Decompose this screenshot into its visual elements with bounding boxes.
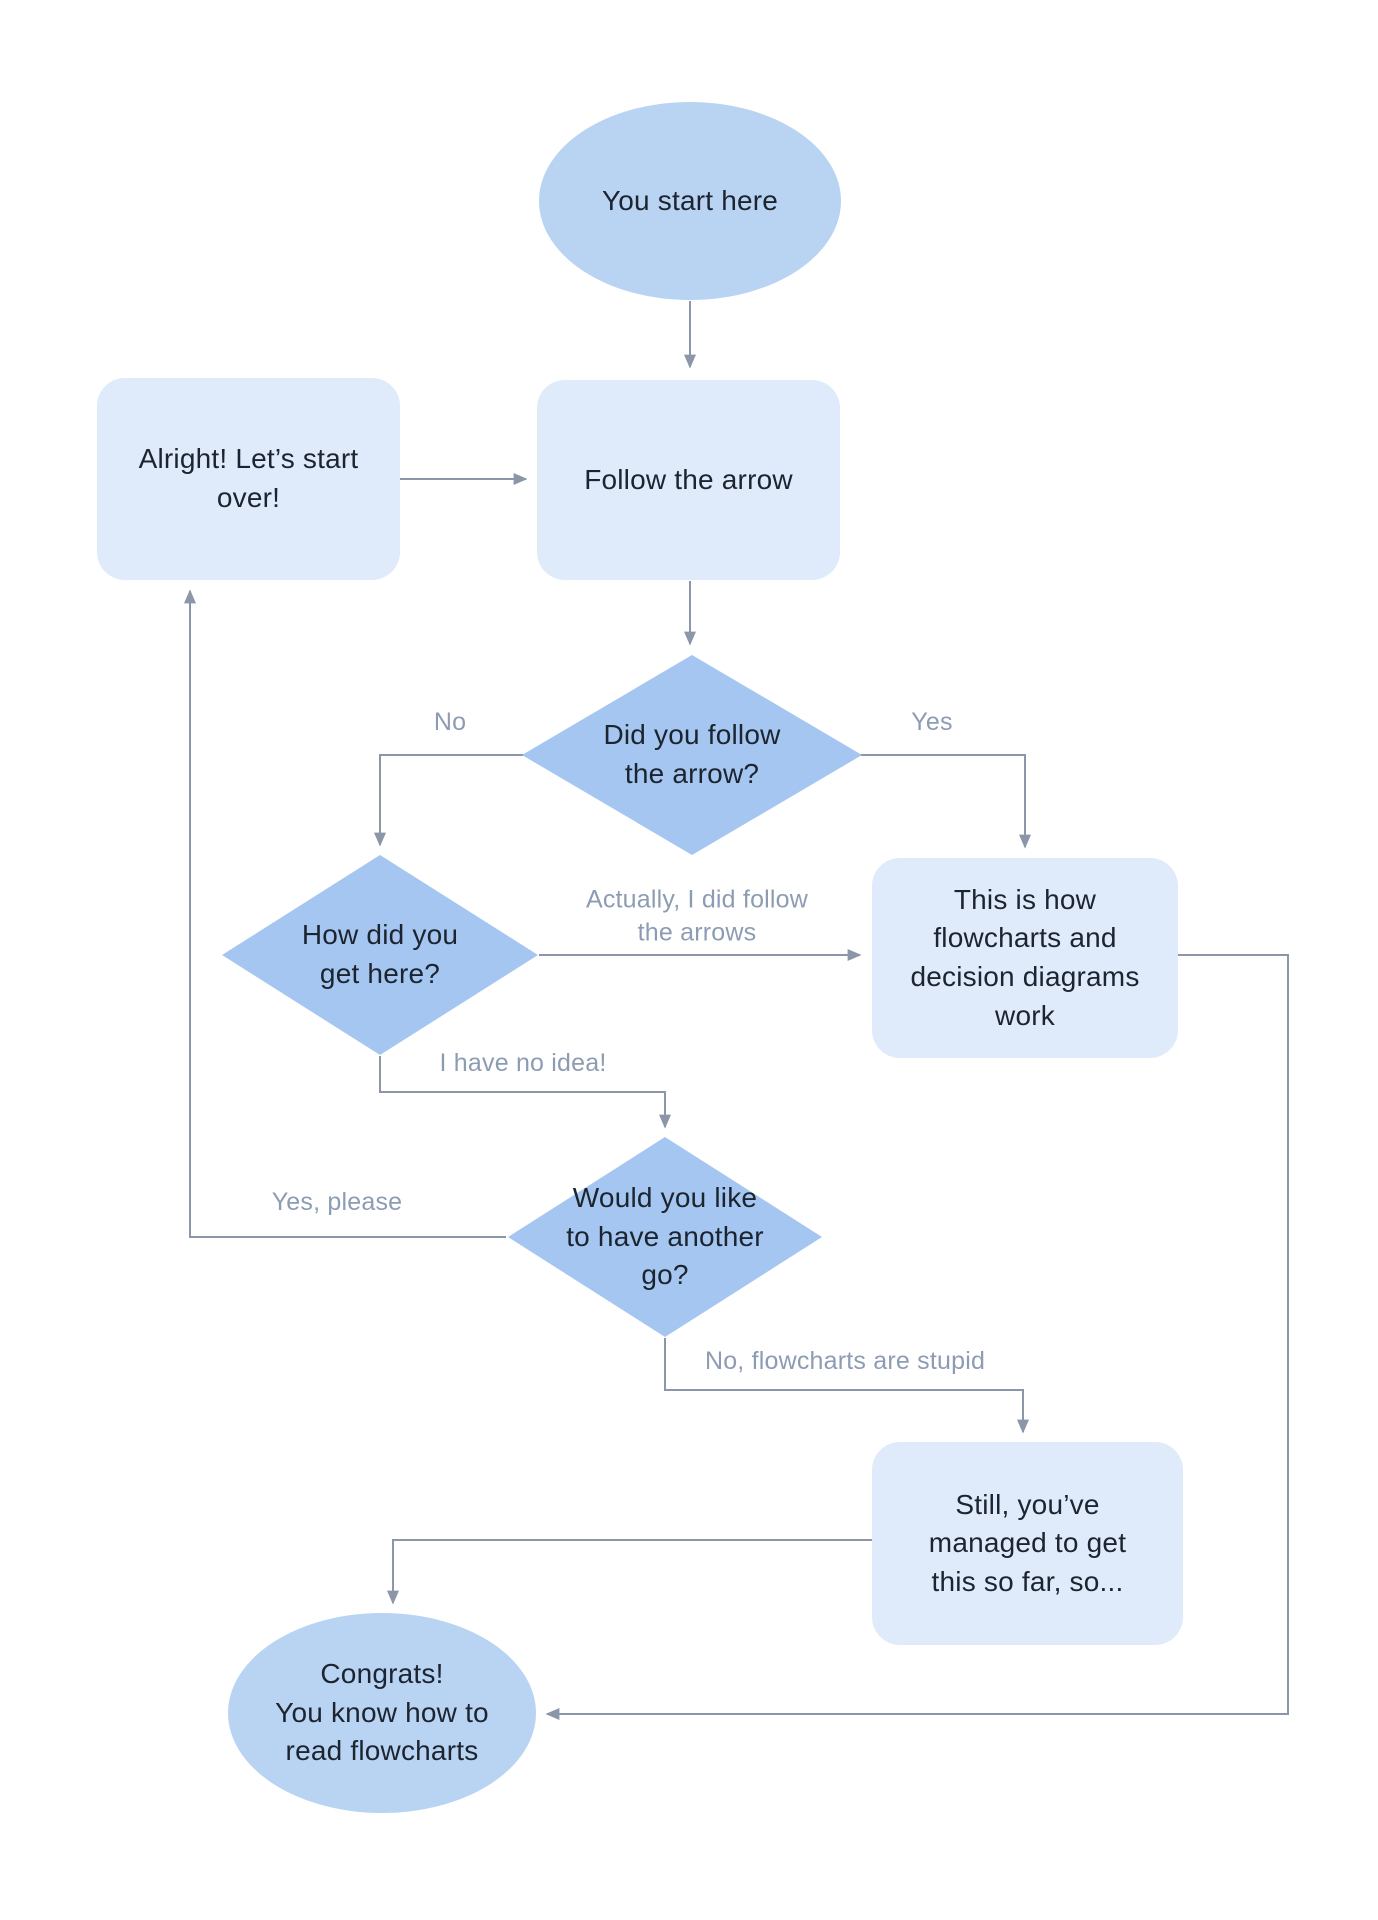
node-follow-label: Follow the arrow bbox=[584, 463, 793, 495]
node-another-go-label: Would you like to have another go? bbox=[566, 1182, 764, 1291]
node-another-go bbox=[508, 1137, 822, 1337]
node-did-follow bbox=[522, 655, 862, 855]
node-still bbox=[872, 1442, 1183, 1645]
node-follow bbox=[537, 380, 840, 580]
edge-actually-label: Actually, I did follow the arrows bbox=[585, 885, 809, 947]
edge-yes-please bbox=[184, 589, 506, 1238]
edge-stupid bbox=[664, 1338, 1029, 1434]
node-congrats-label: Congrats! You know how to read flowchart… bbox=[275, 1658, 489, 1767]
node-still-label: Still, you’ve managed to get this so far… bbox=[928, 1488, 1127, 1597]
node-start bbox=[539, 102, 841, 300]
node-how-here-label: How did you get here? bbox=[301, 919, 459, 989]
edge-yes-please-label: Yes, please bbox=[271, 1187, 403, 1216]
edge-yes-label: Yes bbox=[911, 707, 953, 736]
node-congrats bbox=[228, 1613, 536, 1813]
node-start-over-label: Alright! Let’s start over! bbox=[138, 443, 359, 513]
node-how-here bbox=[222, 855, 538, 1055]
edge-yes bbox=[860, 754, 1031, 849]
node-did-follow-label: Did you follow the arrow? bbox=[603, 719, 781, 789]
edge-stupid-label: No, flowcharts are stupid bbox=[704, 1346, 986, 1375]
node-start-label: You start here bbox=[601, 185, 779, 217]
edge-no-idea-label: I have no idea! bbox=[439, 1048, 607, 1077]
edge-no-idea bbox=[379, 1056, 671, 1129]
edge-no-label: No bbox=[433, 707, 467, 736]
node-how-works-label: This is how flowcharts and decision diag… bbox=[910, 883, 1140, 1031]
node-start-over bbox=[97, 378, 400, 580]
edge-still-to-congrats bbox=[387, 1539, 872, 1605]
edge-no bbox=[374, 754, 524, 847]
node-how-works bbox=[872, 858, 1178, 1058]
edge-works-to-congrats bbox=[545, 954, 1289, 1720]
